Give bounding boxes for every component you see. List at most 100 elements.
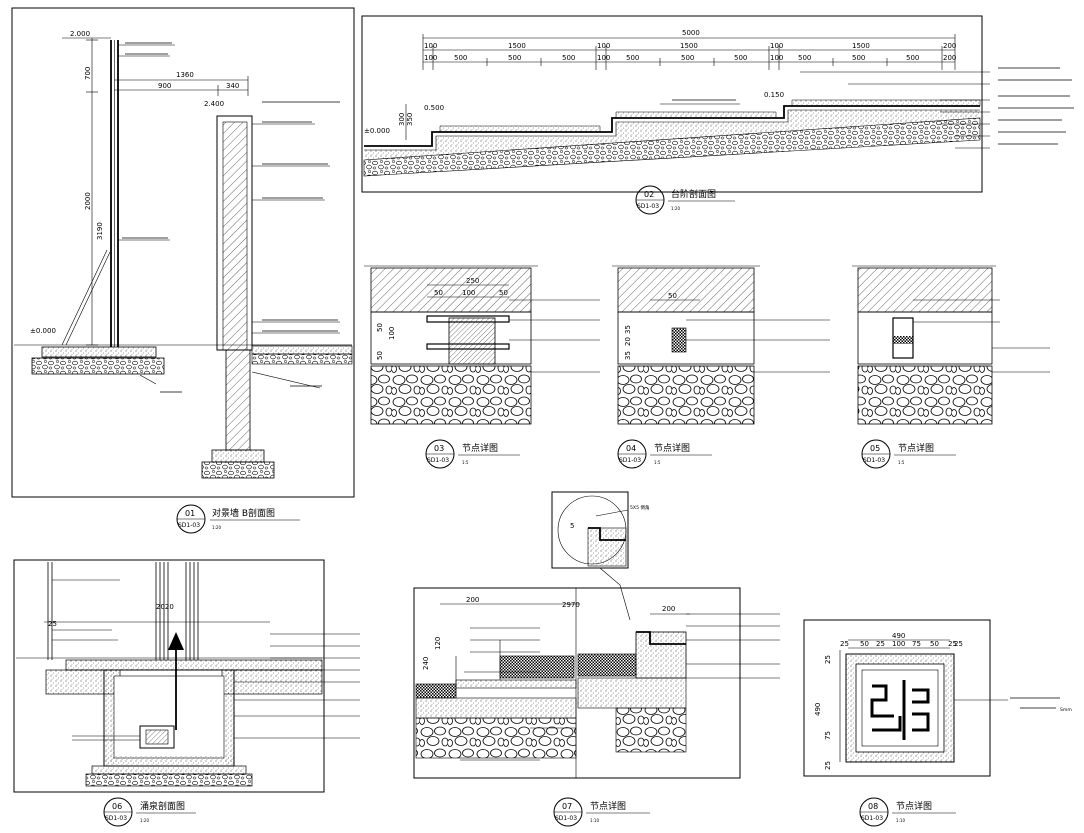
- d02-level-upper: 0.150: [764, 91, 784, 99]
- d02-dim-a7: 200: [943, 42, 956, 50]
- d02-dim-b2: 500: [454, 54, 467, 62]
- detail-07-callout-frame: [551, 491, 629, 569]
- d07-dim-a: 200: [466, 596, 479, 604]
- d08-dim-v1: 25: [824, 655, 832, 664]
- d02-dim-b4: 500: [562, 54, 575, 62]
- d08-side-note: Smm: [1060, 707, 1072, 713]
- d03-sheet: SD1-03: [427, 457, 449, 464]
- d08-dim-v3: 25: [824, 761, 832, 770]
- d07-dim-b: 2970: [562, 601, 580, 609]
- detail-02-title: 02 SD1-03 台阶剖面图 1:20: [635, 185, 735, 215]
- d02-dim-b13: 200: [943, 54, 956, 62]
- detail-06-fountain-section: 25 2020: [13, 559, 360, 793]
- d03-dim-v1: 50: [376, 323, 384, 332]
- d02-number: 02: [644, 190, 654, 199]
- d02-dim-a6: 1500: [852, 42, 870, 50]
- detail-06-title: 06 SD1-03 涌泉剖面图 1:20: [103, 797, 196, 827]
- d08-number: 08: [868, 802, 878, 811]
- d08-dim-mid-l: 25: [876, 640, 885, 648]
- d01-dim-level-top: 2.400: [204, 100, 224, 108]
- detail-07-callout: 5 5X5 倒角: [551, 491, 650, 621]
- d04-title: 节点详图: [654, 442, 690, 454]
- d06-sheet: SD1-03: [105, 815, 127, 822]
- d02-dim-a4: 1500: [680, 42, 698, 50]
- d08-dim-v-total: 490: [814, 703, 822, 716]
- detail-05-title: 05 SD1-03 节点详图 1:5: [861, 439, 956, 469]
- d08-title: 节点详图: [896, 800, 932, 812]
- d04-scale: 1:5: [654, 460, 661, 465]
- d01-dim-level-ground: ±0.000: [30, 327, 56, 335]
- d02-dim-b8: 500: [734, 54, 747, 62]
- d03-dim-v2: 100: [388, 327, 396, 340]
- d07-dim-c: 200: [662, 605, 675, 613]
- d07-dim-v1: 120: [434, 637, 442, 650]
- d01-title: 对景墙 B剖面图: [212, 507, 275, 519]
- d07-title: 节点详图: [590, 800, 626, 812]
- d02-level-base: ±0.000: [364, 127, 390, 135]
- d03-dim-v3: 50: [376, 351, 384, 360]
- d04-dim-v3: 35: [624, 351, 632, 360]
- d01-dim-top-level: 2.000: [70, 30, 90, 38]
- detail-07-title: 07 SD1-03 节点详图 1:10: [553, 797, 650, 827]
- d04-dim-a: 50: [668, 292, 677, 300]
- detail-01-frame: [11, 7, 355, 498]
- d08-sheet: SD1-03: [861, 815, 883, 822]
- d02-dim-total: 5000: [682, 29, 700, 37]
- d02-dim-b10: 500: [798, 54, 811, 62]
- d07-scale: 1:10: [590, 818, 599, 823]
- d04-dim-v1: 35: [624, 325, 632, 334]
- d02-dim-riser-2: 350: [406, 113, 414, 126]
- d02-dim-b7: 500: [681, 54, 694, 62]
- detail-07-frame: [413, 587, 741, 779]
- detail-04-node: 50 35 20 35: [612, 265, 830, 425]
- detail-03-node: 250 50 100 50 50 100 50: [364, 265, 600, 425]
- d01-dim-mid: 2000: [84, 192, 92, 210]
- d08-dim-r: 50: [930, 640, 939, 648]
- d02-dim-a2: 1500: [508, 42, 526, 50]
- d02-dim-a5: 100: [770, 42, 783, 50]
- d05-number: 05: [870, 444, 880, 453]
- d03-scale: 1:5: [462, 460, 469, 465]
- d08-dim-mid-r: 75: [912, 640, 921, 648]
- detail-08-plan-node: 490 100 50 50 25 25 75 25 25 490 25 75 2…: [803, 619, 1072, 777]
- detail-07-edge-section: 200 2970 200 120 240: [413, 587, 780, 779]
- d02-dim-a1: 100: [424, 42, 437, 50]
- d02-dim-a3: 100: [597, 42, 610, 50]
- d08-scale: 1:10: [896, 818, 905, 823]
- d06-title: 涌泉剖面图: [140, 800, 185, 812]
- detail-02-frame: [361, 15, 983, 193]
- detail-06-frame: [13, 559, 325, 793]
- detail-08-title: 08 SD1-03 节点详图 1:10: [859, 797, 956, 827]
- d05-title: 节点详图: [898, 442, 934, 454]
- detail-03-title: 03 SD1-03 节点详图 1:5: [425, 439, 520, 469]
- d05-scale: 1:5: [898, 460, 905, 465]
- d01-dim-lower: 3190: [96, 222, 104, 240]
- d01-dim-upper: 700: [84, 67, 92, 80]
- d06-dim-b: 2020: [156, 603, 174, 611]
- d02-dim-b9: 100: [770, 54, 783, 62]
- detail-01-wall-section: 2.000 700 2000 3190 1360 900 340 2.400 ±…: [11, 7, 355, 498]
- d03-dim-width: 250: [466, 277, 479, 285]
- d02-sheet: SD1-03: [637, 203, 659, 210]
- d07-callout-dim: 5: [570, 522, 574, 530]
- d02-title: 台阶剖面图: [671, 188, 716, 200]
- d06-dim-a: 25: [48, 620, 57, 628]
- d03-dim-c: 50: [499, 289, 508, 297]
- d06-scale: 1:20: [140, 818, 149, 823]
- d07-sheet: SD1-03: [555, 815, 577, 822]
- d03-dim-a: 50: [434, 289, 443, 297]
- d03-title: 节点详图: [462, 442, 498, 454]
- d08-dim-edge-l: 25: [840, 640, 849, 648]
- d01-scale: 1:20: [212, 525, 221, 530]
- detail-08-frame: [803, 619, 991, 777]
- d07-callout-note: 5X5 倒角: [630, 504, 650, 511]
- d08-dim-inner: 100: [892, 640, 905, 648]
- d01-dim-wall: 340: [226, 82, 239, 90]
- detail-02-step-section: 5000 100 1500 100 1500 100 1500 200 100 …: [361, 15, 1074, 193]
- d04-sheet: SD1-03: [619, 457, 641, 464]
- d08-dim-v2: 75: [824, 731, 832, 740]
- d02-dim-b11: 500: [852, 54, 865, 62]
- d01-number: 01: [185, 509, 195, 518]
- d04-number: 04: [626, 444, 636, 453]
